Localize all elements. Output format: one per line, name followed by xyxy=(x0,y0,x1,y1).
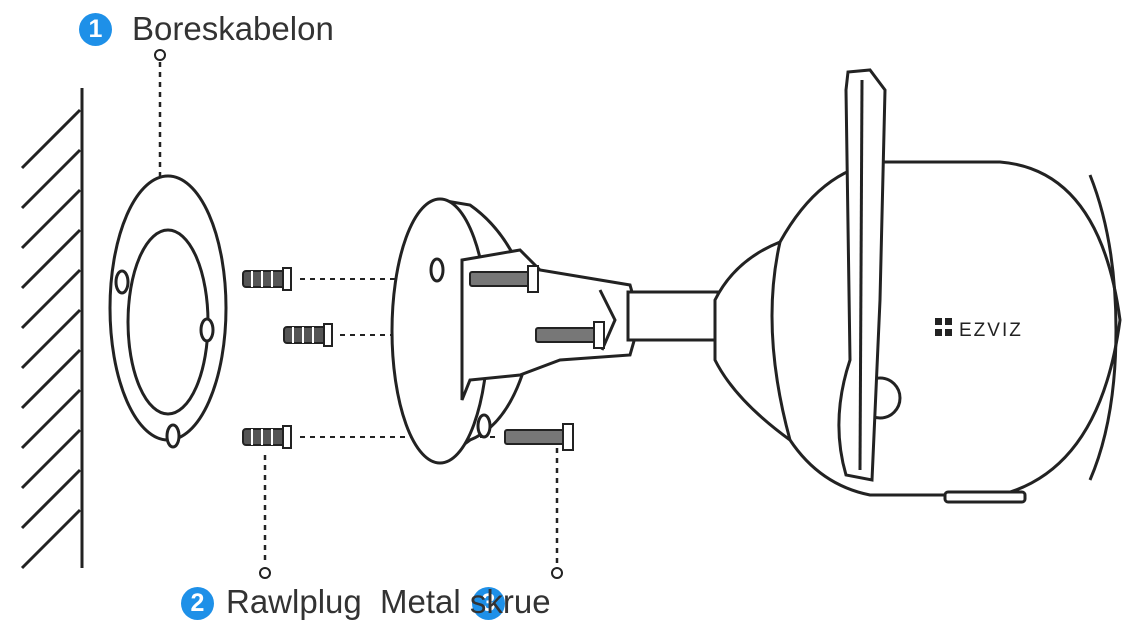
callout-number-1: 1 xyxy=(79,13,112,46)
rawlplug-middle xyxy=(284,324,332,346)
drill-template xyxy=(110,176,226,447)
callout-number-2: 2 xyxy=(181,587,214,620)
brand-name: EZVIZ xyxy=(959,320,1023,341)
callout-label-metal-screw: Metal skrue xyxy=(380,585,551,618)
screw-bottom xyxy=(505,424,573,450)
wall xyxy=(22,88,82,568)
callout-label-rawlplug: Rawlplug xyxy=(226,585,362,618)
leader-line-1 xyxy=(155,50,165,176)
leader-line-2 xyxy=(260,455,270,578)
rawlplug-top xyxy=(243,268,291,290)
rawlplug-bottom xyxy=(243,426,291,448)
callout-label-drill-template: Boreskabelon xyxy=(132,12,334,45)
camera-body xyxy=(715,162,1120,502)
leader-line-3 xyxy=(552,448,562,578)
